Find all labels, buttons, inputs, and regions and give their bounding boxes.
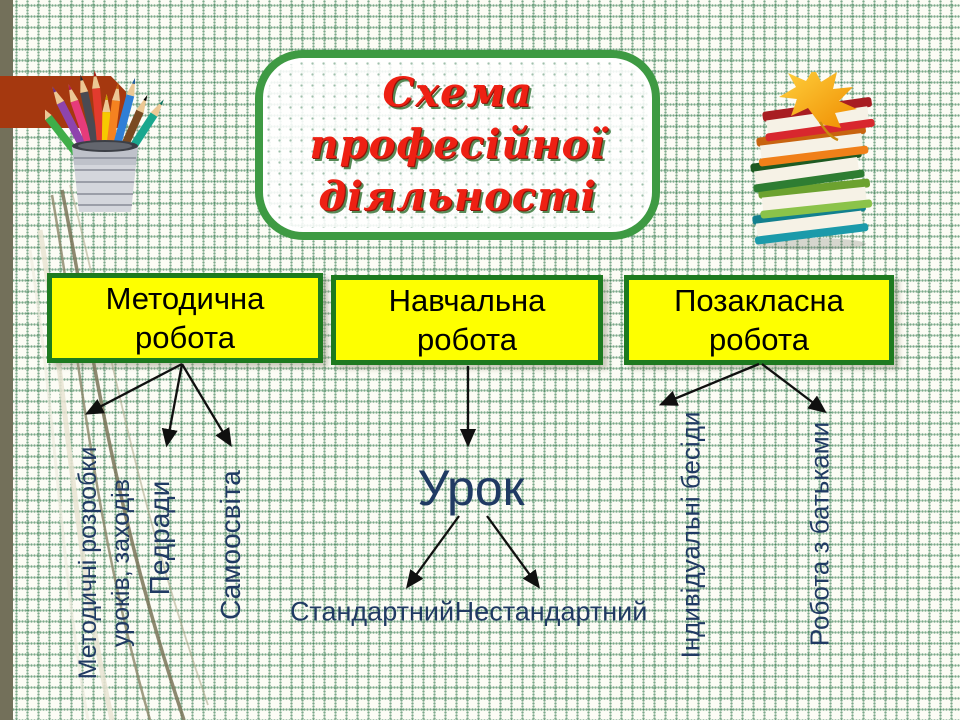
topic-box-extracurricular: Позакласна робота bbox=[624, 275, 894, 365]
label-methodical-developments-line2: уроків, заходів bbox=[107, 478, 135, 648]
topic-box-educational: Навчальна робота bbox=[331, 275, 603, 365]
label-self-education: Самоосвіта bbox=[215, 470, 246, 620]
topic-educational-line1: Навчальна bbox=[388, 283, 546, 318]
label-individual-talks: Індивідуальні бесіди bbox=[675, 411, 706, 659]
maple-leaf-icon bbox=[779, 72, 857, 142]
label-methodical-developments-line1: Методичні розробки bbox=[74, 446, 102, 680]
label-methodical-developments: Методичні розробки уроків, заходів bbox=[72, 447, 138, 680]
topic-methodical-line1: Методична bbox=[105, 281, 265, 316]
title-line-1: Схема bbox=[382, 69, 533, 116]
label-pedrady: Педради bbox=[144, 480, 175, 596]
title-line-2: професійної bbox=[309, 121, 606, 168]
topic-educational-line2: робота bbox=[417, 322, 517, 357]
topic-extracurricular-line1: Позакласна bbox=[674, 283, 844, 318]
label-work-with-parents: Робота з батьками bbox=[804, 421, 835, 647]
book-stack-icon bbox=[750, 72, 875, 250]
left-accent-bar bbox=[0, 0, 13, 720]
title-banner: Схема професійної діяльності bbox=[255, 50, 660, 240]
pencil-cup-icon bbox=[45, 70, 164, 212]
label-nonstandard-lesson: Нестандартний bbox=[454, 596, 648, 627]
topic-box-methodical: Методична робота bbox=[47, 273, 323, 363]
label-lesson: Урок bbox=[417, 460, 525, 516]
topic-methodical-line2: робота bbox=[135, 320, 235, 355]
topic-extracurricular-line2: робота bbox=[709, 322, 809, 357]
title-line-3: діяльності bbox=[318, 173, 597, 220]
label-standard-lesson: Стандартний bbox=[289, 596, 455, 627]
